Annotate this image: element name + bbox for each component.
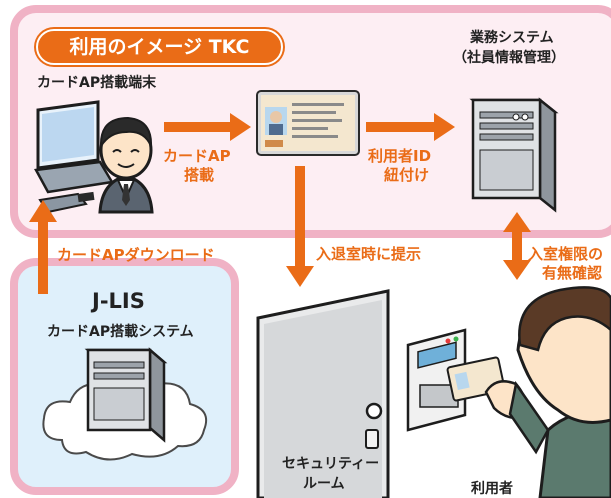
security-room-label-line1: セキュリティー	[282, 456, 380, 472]
security-room-label-line2: ルーム	[303, 476, 345, 492]
page-title: 利用のイメージ TKC	[36, 29, 283, 65]
arrow-link-user-id	[366, 113, 455, 141]
arrow-card-ap-load	[164, 113, 251, 141]
arrow-confirm-access	[503, 212, 531, 280]
confirm-access-label-line2: 有無確認	[542, 264, 603, 282]
business-system-label-line2: （社員情報管理）	[453, 50, 565, 66]
terminal-label: カードAP搭載端末	[37, 75, 157, 91]
jlis-subtitle: カードAP搭載システム	[47, 324, 194, 340]
card-ap-load-label-line2: 搭載	[184, 166, 215, 184]
confirm-access-label-line1: 入室権限の	[528, 245, 604, 263]
person-icon	[98, 116, 154, 214]
download-card-ap-label: カードAPダウンロード	[57, 246, 215, 264]
arrow-download-card-ap	[29, 200, 57, 294]
jlis-title: J-LIS	[92, 289, 145, 313]
user-label: 利用者	[471, 481, 513, 497]
link-user-id-label-line2: 紐付け	[384, 166, 430, 184]
door-icon	[256, 289, 390, 498]
business-system-label-line1: 業務システム	[470, 30, 554, 46]
present-on-entry-label: 入退室時に提示	[316, 245, 422, 263]
jlis-server-icon	[84, 347, 168, 443]
card-ap-load-label-line1: カードAP	[163, 147, 231, 165]
link-user-id-label-line1: 利用者ID	[368, 147, 432, 165]
server-icon	[469, 97, 559, 213]
user-icon	[446, 286, 611, 498]
card-reader-icon	[406, 328, 467, 432]
arrow-present-on-entry	[286, 166, 314, 287]
laptop-icon	[34, 100, 115, 214]
id-card-icon	[256, 90, 360, 156]
